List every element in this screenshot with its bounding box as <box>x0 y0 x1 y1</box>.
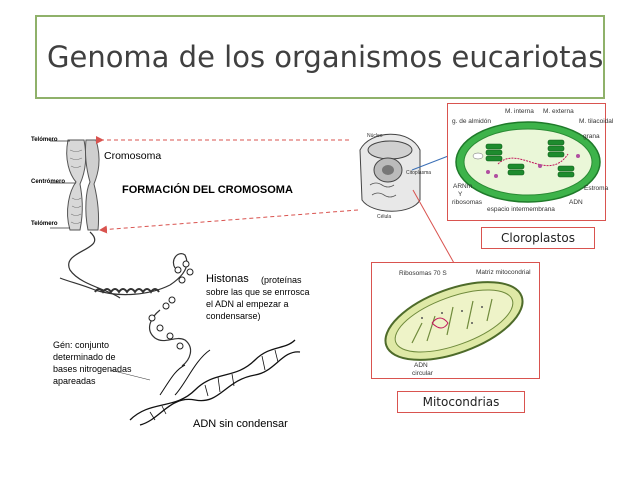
mito-ribosomas-label: Ribosomas 70 S <box>399 270 447 277</box>
gen-label-1: Gén: conjunto <box>53 340 110 350</box>
chloro-almidon-label: g. de almidón <box>452 118 492 125</box>
mito-circular-label: circular <box>412 370 433 377</box>
chloro-espacio-label: espacio intermembrana <box>487 206 555 213</box>
mito-adn-label: ADN <box>414 362 428 369</box>
cell-figure <box>359 133 421 212</box>
nucleo-label: Núcleo <box>367 133 383 139</box>
histonas-desc-2: sobre las que se enrrosca <box>206 287 310 297</box>
chloro-m-externa-label: M. externa <box>543 108 574 115</box>
histone-beads <box>148 260 194 350</box>
chloro-arnm-label: ARNm <box>453 183 473 190</box>
mitochondria-caption: Mitocondrias <box>397 391 525 413</box>
mito-matriz-label: Matriz mitocondrial <box>476 269 531 276</box>
chloro-m-interna-label: M. interna <box>505 108 534 115</box>
gen-label-2: determinado de <box>53 352 116 362</box>
chloroplast-illustration <box>455 121 601 203</box>
telomere-bottom-label: Telómero <box>31 221 58 227</box>
adn-sin-condensar-label: ADN sin condensar <box>193 418 288 430</box>
mitochondria-frame <box>371 262 540 379</box>
chloro-m-tilacoidal-label: M. tilacoidal <box>579 118 614 125</box>
gen-label-3: bases nitrogenadas <box>53 364 132 374</box>
chloro-grana-label: grana <box>583 133 600 140</box>
chloro-ribosomas-label: ribosomas <box>452 199 482 206</box>
cromosoma-label: Cromosoma <box>104 150 162 162</box>
mitochondria-illustration <box>384 281 524 361</box>
formation-heading: FORMACIÓN DEL CROMOSOMA <box>122 184 293 196</box>
histonas-desc-4: condensarse) <box>206 311 261 321</box>
chromatin-coil <box>59 231 192 367</box>
gen-label-4: apareadas <box>53 376 96 386</box>
centromere-label: Centrómero <box>31 179 66 185</box>
chloroplast-frame <box>447 103 606 221</box>
chloro-estroma-label: Estroma <box>584 185 609 192</box>
title-box: Genoma de los organismos eucariotas <box>35 15 605 99</box>
histonas-desc-1: (proteínas <box>261 275 302 285</box>
chloroplast-caption: Cloroplastos <box>481 227 595 249</box>
histonas-desc-3: el ADN al empezar a <box>206 299 289 309</box>
page-title: Genoma de los organismos eucariotas <box>47 40 604 74</box>
citoplasma-label: Citoplasma <box>406 170 432 176</box>
dna-helix <box>129 339 301 426</box>
telomere-top-label: Telómero <box>31 137 58 143</box>
celula-label: Célula <box>377 214 392 220</box>
histonas-label: Histonas <box>206 273 249 285</box>
chloro-adn-label: ADN <box>569 199 583 206</box>
chloro-y-label: Y <box>458 191 463 198</box>
chromosome-figure <box>50 139 100 231</box>
